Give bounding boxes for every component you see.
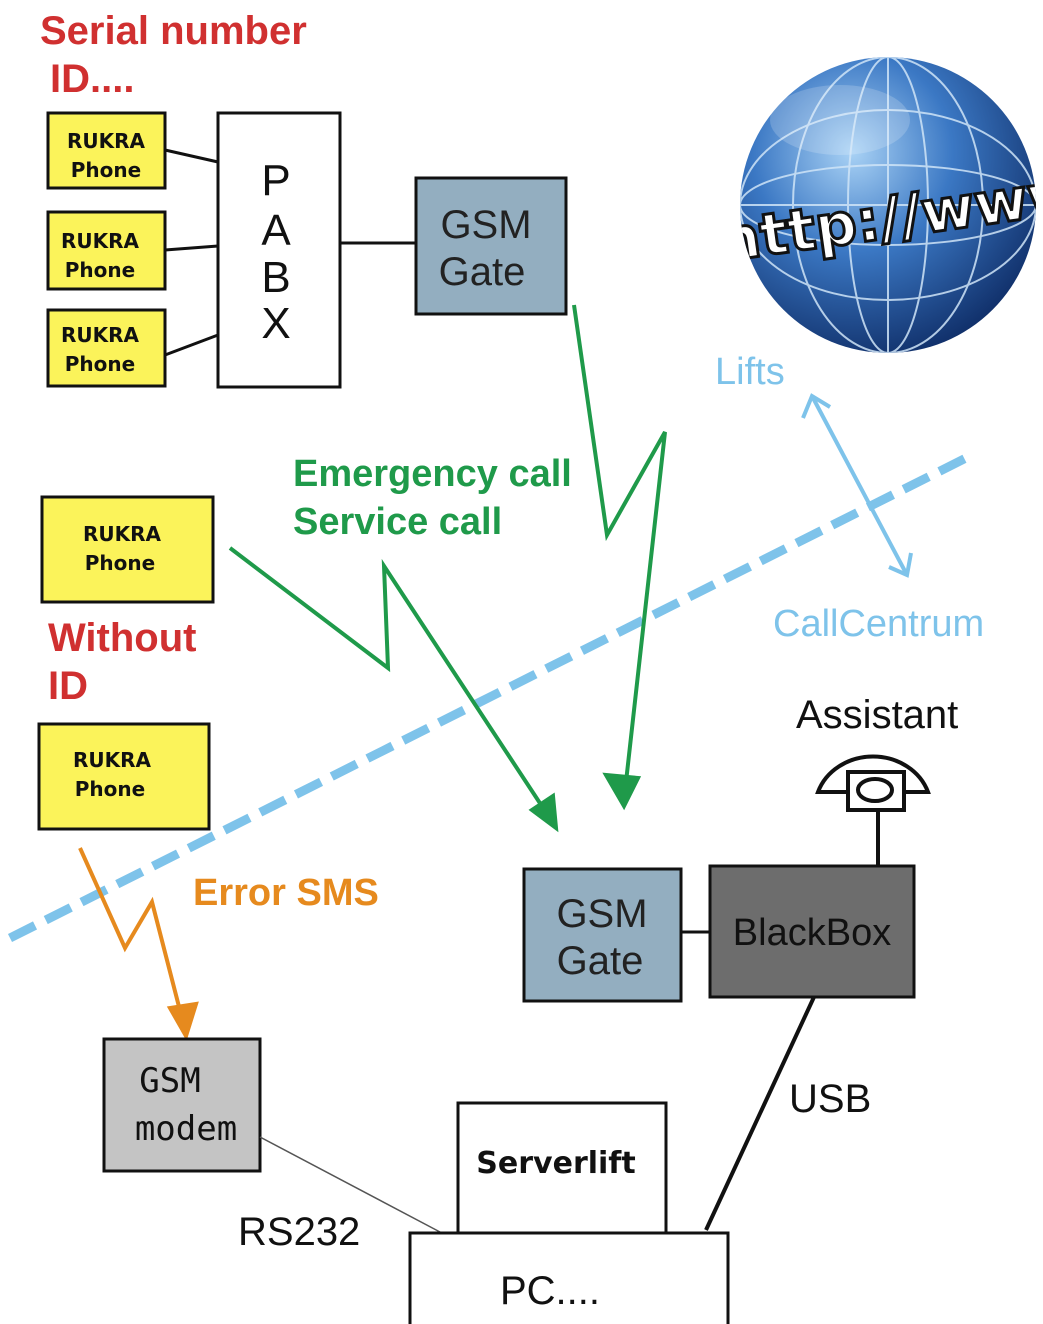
usb-cable [704, 996, 816, 1231]
svg-text:GSM: GSM [556, 892, 647, 936]
svg-text:BlackBox: BlackBox [733, 912, 891, 954]
assistant-phone-icon [815, 754, 931, 866]
gsm-link-arrow-left [228, 546, 559, 833]
gsm-gate-bottom: GSM Gate [522, 867, 683, 1003]
svg-text:Phone: Phone [65, 258, 135, 282]
assistant-label: Assistant [796, 693, 958, 737]
error-sms-label: Error SMS [193, 872, 379, 914]
rs232-cable [259, 1136, 441, 1233]
svg-text:RUKRA: RUKRA [61, 323, 140, 347]
rukra-phone-4: RUKRA Phone [40, 495, 215, 604]
svg-text:RUKRA: RUKRA [67, 129, 146, 153]
svg-text:X: X [261, 299, 290, 348]
gsm-modem: GSM modem [102, 1037, 262, 1173]
serial-id-label: ID.... [50, 57, 134, 101]
service-call-label: Service call [293, 501, 502, 543]
serverlift-box: Serverlift [456, 1101, 668, 1235]
phone-pabx-connectors [164, 148, 416, 357]
svg-text:Phone: Phone [65, 352, 135, 376]
rs232-label: RS232 [238, 1210, 360, 1254]
lifts-callcentrum-arrow [801, 393, 913, 578]
error-sms-arrow [78, 847, 199, 1041]
rukra-phone-2: RUKRA Phone [46, 210, 167, 291]
svg-text:Phone: Phone [85, 551, 155, 575]
rukra-phone-3: RUKRA Phone [46, 308, 167, 388]
svg-text:PC....: PC.... [500, 1269, 600, 1313]
without-label: Without [48, 616, 196, 660]
svg-text:GSM: GSM [139, 1061, 200, 1101]
svg-text:modem: modem [135, 1109, 237, 1149]
without-id-label: ID [48, 664, 88, 708]
gsm-link-arrow-top [572, 304, 667, 811]
svg-text:Phone: Phone [71, 158, 141, 182]
serial-number-label: Serial number [40, 9, 307, 53]
blackbox: BlackBox [708, 864, 916, 999]
svg-text:RUKRA: RUKRA [61, 229, 140, 253]
svg-text:B: B [261, 253, 290, 302]
gsm-gate-top: GSM Gate [414, 176, 568, 316]
pabx-box: P A B X [216, 111, 342, 389]
network-boundary-line [7, 450, 975, 943]
svg-text:A: A [261, 206, 291, 255]
rukra-phone-1: RUKRA Phone [46, 111, 167, 190]
svg-text:Serverlift: Serverlift [476, 1146, 635, 1181]
callcentrum-label: CallCentrum [773, 603, 984, 645]
svg-text:Phone: Phone [75, 777, 145, 801]
globe-icon: http://www [740, 57, 1036, 353]
svg-text:Gate: Gate [439, 250, 526, 294]
lifts-label: Lifts [715, 351, 785, 393]
rukra-phone-5: RUKRA Phone [37, 722, 211, 831]
svg-text:RUKRA: RUKRA [73, 748, 152, 772]
usb-label: USB [789, 1077, 871, 1121]
svg-text:GSM: GSM [440, 203, 531, 247]
emergency-call-label: Emergency call [293, 453, 572, 495]
svg-text:P: P [261, 156, 290, 205]
svg-text:RUKRA: RUKRA [83, 522, 162, 546]
svg-text:Gate: Gate [557, 939, 644, 983]
pc-box: PC.... [408, 1231, 730, 1324]
